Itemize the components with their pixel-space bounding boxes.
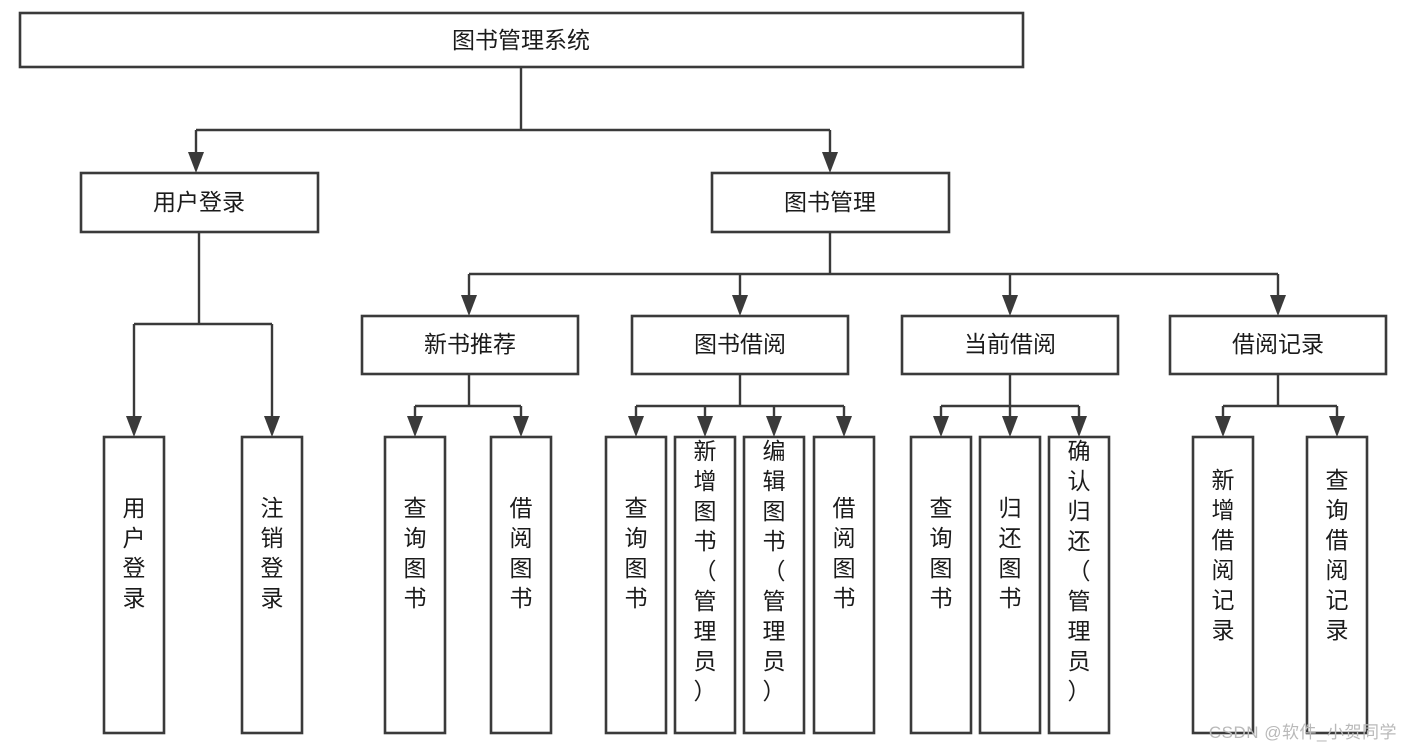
connector-group-book-manage: [461, 232, 1286, 316]
leaf-node[interactable]: 确认归还（管理员）: [1047, 435, 1111, 735]
leaf-node[interactable]: 查询借阅记录: [1305, 435, 1369, 735]
arrow-head-icon: [264, 416, 280, 437]
arrow-head-icon: [126, 416, 142, 437]
node-label-user-login: 用户登录: [153, 189, 245, 215]
leaf-node[interactable]: 借阅图书: [812, 435, 876, 735]
leaf-node[interactable]: 借阅图书: [489, 435, 553, 735]
leaf-label: 编辑图书（管理员）: [763, 438, 786, 704]
connector-group-borrow-record: [1215, 374, 1345, 437]
connector-group-user-login: [126, 232, 280, 437]
leaf-label: 查询图书: [625, 495, 648, 611]
node-label-current-borrow: 当前借阅: [964, 331, 1056, 357]
leaf-label: 借阅图书: [833, 495, 856, 611]
arrow-head-icon: [407, 416, 423, 437]
arrow-head-icon: [1002, 416, 1018, 437]
leaf-node[interactable]: 查询图书: [604, 435, 668, 735]
node-label-new-book-recommend: 新书推荐: [424, 331, 516, 357]
leaf-node[interactable]: 注销登录: [240, 435, 304, 735]
arrow-head-icon: [461, 295, 477, 316]
leaf-label: 用户登录: [123, 495, 146, 611]
leaf-label: 新增借阅记录: [1212, 467, 1235, 643]
arrow-head-icon: [697, 416, 713, 437]
arrow-head-icon: [836, 416, 852, 437]
node-current-borrow[interactable]: 当前借阅: [900, 314, 1120, 376]
arrow-head-icon: [1329, 416, 1345, 437]
node-label-borrow-record: 借阅记录: [1232, 331, 1324, 357]
leaf-label: 归还图书: [999, 495, 1022, 611]
connector-group-new-book: [407, 374, 529, 437]
node-user-login[interactable]: 用户登录: [79, 171, 320, 234]
connector-group-root: [188, 67, 838, 173]
arrow-head-icon: [732, 295, 748, 316]
arrow-head-icon: [766, 416, 782, 437]
leaf-label: 查询图书: [930, 495, 953, 611]
leaf-node[interactable]: 新增图书（管理员）: [673, 435, 737, 735]
arrow-head-icon: [822, 152, 838, 173]
node-label-root: 图书管理系统: [452, 27, 590, 53]
leaf-node[interactable]: 查询图书: [909, 435, 973, 735]
leaf-node[interactable]: 用户登录: [102, 435, 166, 735]
leaf-node[interactable]: 编辑图书（管理员）: [742, 435, 806, 735]
arrow-head-icon: [513, 416, 529, 437]
leaf-node[interactable]: 查询图书: [383, 435, 447, 735]
leaf-label: 查询图书: [404, 495, 427, 611]
node-root-system[interactable]: 图书管理系统: [18, 11, 1025, 69]
leaf-node[interactable]: 归还图书: [978, 435, 1042, 735]
leaf-label: 注销登录: [261, 495, 284, 611]
node-new-book-recommend[interactable]: 新书推荐: [360, 314, 580, 376]
node-book-management[interactable]: 图书管理: [710, 171, 951, 234]
node-label-book-management: 图书管理: [784, 189, 876, 215]
node-borrow-record[interactable]: 借阅记录: [1168, 314, 1388, 376]
connector-group-current-borrow: [933, 374, 1087, 437]
leaf-label: 确认归还（管理员）: [1068, 438, 1091, 704]
connector-group-book-borrow: [628, 374, 852, 437]
node-label-book-borrow: 图书借阅: [694, 331, 786, 357]
arrow-head-icon: [933, 416, 949, 437]
arrow-head-icon: [1270, 295, 1286, 316]
leaf-label: 新增图书（管理员）: [694, 438, 717, 704]
leaf-label: 借阅图书: [510, 495, 533, 611]
arrow-head-icon: [1002, 295, 1018, 316]
arrow-head-icon: [1071, 416, 1087, 437]
arrow-head-icon: [628, 416, 644, 437]
leaf-node[interactable]: 新增借阅记录: [1191, 435, 1255, 735]
arrow-head-icon: [1215, 416, 1231, 437]
node-book-borrow[interactable]: 图书借阅: [630, 314, 850, 376]
arrow-head-icon: [188, 152, 204, 173]
leaf-label: 查询借阅记录: [1326, 467, 1349, 643]
